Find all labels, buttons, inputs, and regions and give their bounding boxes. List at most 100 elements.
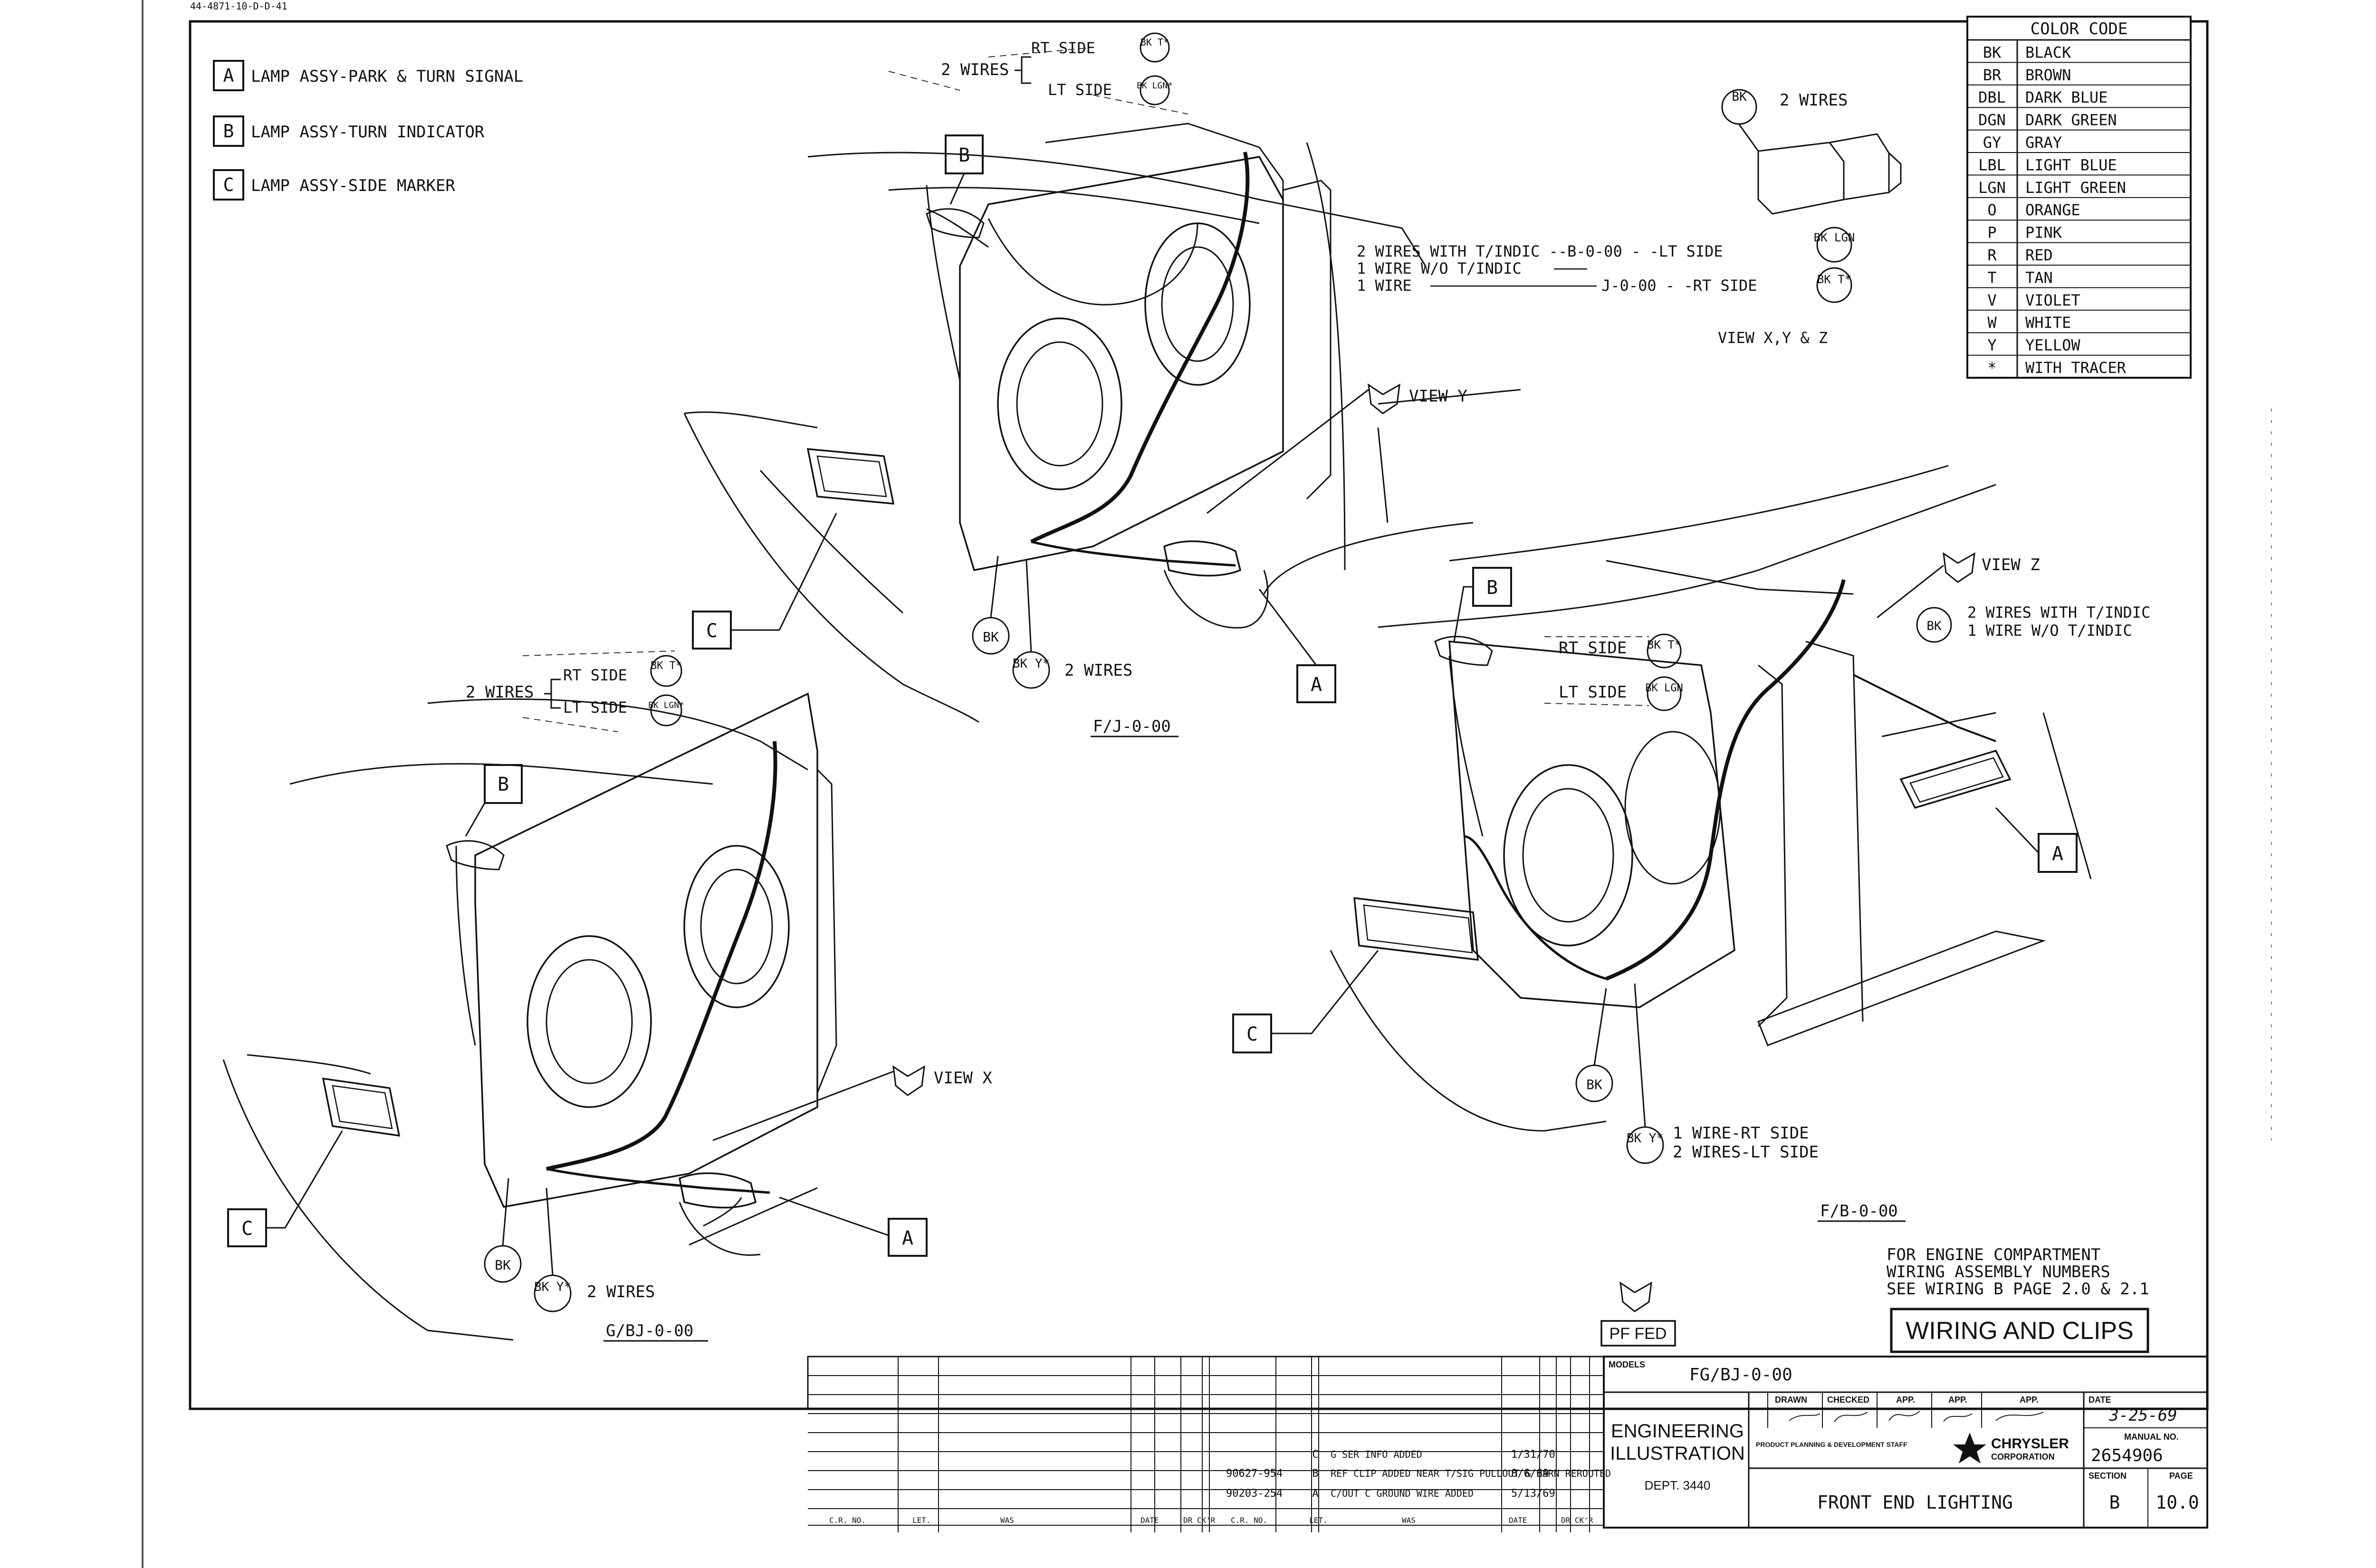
diagram-gbj: 2 WIRES RT SIDE LT SIDE BK T* BK LGN* B [222,650,992,1342]
revision-header-5: C.R. NO. [1231,1516,1267,1525]
view-xyz-line3b: J-0-00 - -RT SIDE [1601,277,1757,295]
fb-view-circle: BK [1926,619,1942,633]
revision-1-was: REF CLIP ADDED NEAR T/SIG PULLOUT & HARN… [1331,1468,1611,1479]
view-xyz-top-label: 2 WIRES [1780,91,1848,110]
gbj-conn-label: 2 WIRES [587,1282,655,1301]
legend-box-a [213,60,244,91]
pf-fed-text: PF FED [1610,1325,1667,1343]
color-code-14-name: WITH TRACER [2025,359,2127,377]
legend-key-c: C [223,174,234,195]
revision-1-no: 90627-954 [1226,1468,1283,1480]
view-xyz-top-circle-text: BK [1732,90,1747,104]
fb-view-label: VIEW Z [1982,555,2040,574]
revision-2-letter: A [1312,1488,1318,1500]
pf-fed-badge: PF FED [1600,1281,1676,1347]
signature-checked [1834,1412,1868,1422]
color-code-10-name: TAN [2025,268,2053,287]
revision-header-4: DR CK'R [1183,1516,1216,1525]
fj-conn-bky: BK Y* [1013,657,1050,671]
fj-conn-label: 2 WIRES [1064,661,1132,680]
sheet-border [189,20,2209,1410]
view-xyz-top-circle [1721,89,1757,125]
color-code-7-code: O [1987,201,1996,219]
tb-app3: APP. [2020,1395,2039,1405]
diagram-fj: 2 WIRES RT SIDE LT SIDE BK T* BK LGN* B [683,32,1521,737]
gbj-conn-bky: BK Y* [534,1280,571,1294]
title-box-text: WIRING AND CLIPS [1906,1317,2134,1345]
view-xyz-detail: BK 2 WIRES 2 WIRES WITH T/INDIC --B-0-00… [1357,89,1902,347]
color-code-12-code: W [1987,314,1997,332]
fj-clip-icon [1368,383,1400,414]
color-code-11-code: V [1987,291,1996,309]
legend-label-b: LAMP ASSY-TURN INDICATOR [251,123,485,142]
note-line2: WIRING ASSEMBLY NUMBERS [1887,1262,2110,1281]
color-code-title: COLOR CODE [2031,19,2128,38]
color-code-9-code: R [1987,246,1997,264]
fj-circle-rt: BK T* [1140,37,1169,48]
title-block: MODELS FG/BJ-0-00 ENGINEERING ILLUSTRATI… [1603,1356,2208,1529]
revision-2-was: C/OUT C GROUND WIRE ADDED [1331,1488,1474,1499]
signature-app3 [1995,1412,2044,1421]
gbj-rt-side: RT SIDE [563,666,627,684]
fj-model: F/J-0-00 [1093,717,1171,736]
view-xyz-line1: 2 WIRES WITH T/INDIC --B-0-00 - -LT SIDE [1357,242,1723,260]
legend-key-b: B [223,121,234,142]
color-code-12-name: WHITE [2025,314,2071,332]
color-code-11-name: VIOLET [2025,291,2080,309]
color-code-5-code: LBL [1978,156,2006,174]
tb-section: B [2109,1492,2120,1513]
fj-circle-lt: BK LGN* [1137,81,1173,91]
color-code-6-code: LGN [1978,179,2006,197]
gbj-circle-rt: BK T* [651,660,682,672]
fj-conn-bk: BK [983,629,999,645]
fb-clip-icon [1943,552,1975,583]
tb-staff: PRODUCT PLANNING & DEVELOPMENT STAFF [1756,1441,1907,1448]
color-code-3-code: DGN [1978,111,2006,129]
note-line1: FOR ENGINE COMPARTMENT [1887,1245,2100,1264]
revision-header-7: WAS [1402,1516,1416,1525]
gbj-callout-a: A [902,1227,913,1249]
tb-company2: CORPORATION [1991,1452,2055,1462]
fb-view-line2: 1 WIRE W/O T/INDIC [1967,621,2132,640]
revision-header-2: WAS [1000,1516,1014,1525]
color-code-9-name: RED [2025,246,2053,264]
tb-page: 10.0 [2156,1492,2199,1513]
fj-view-label: VIEW Y [1409,387,1467,406]
fb-conn-line2: 2 WIRES-LT SIDE [1673,1143,1819,1162]
revision-header-1: LET. [912,1516,931,1525]
color-code-14-code: * [1987,359,1996,377]
gbj-circle-lt: BK LGN* [648,700,684,710]
color-code-1-name: BROWN [2025,66,2071,84]
revision-header-3: DATE [1140,1516,1159,1525]
title-box: WIRING AND CLIPS [1890,1308,2149,1353]
fj-lt-side: LT SIDE [1048,81,1112,99]
tb-models-label: MODELS [1609,1360,1645,1369]
view-xyz-circle2-text: BK T* [1817,273,1851,286]
engine-note: FOR ENGINE COMPARTMENT WIRING ASSEMBLY N… [1887,1245,2149,1299]
view-xyz-circle1-text: BK LGN [1814,231,1855,244]
revision-header-9: DR CK'R [1561,1516,1593,1525]
color-code-0-name: BLACK [2025,43,2071,61]
fb-callout-c: C [1246,1023,1258,1045]
gbj-callout-c: C [241,1218,253,1240]
revision-header-8: DATE [1509,1516,1527,1525]
fb-view-line1: 2 WIRES WITH T/INDIC [1967,603,2150,621]
view-xyz-line3: 1 WIRE [1357,277,1412,295]
gbj-conn-bk: BK [495,1257,511,1273]
view-xyz-line2: 1 WIRE W/O T/INDIC [1357,259,1522,277]
view-xyz-caption: VIEW X,Y & Z [1718,329,1828,347]
color-code-0-code: BK [1983,43,2002,61]
legend: A LAMP ASSY-PARK & TURN SIGNAL B LAMP AS… [213,60,523,201]
fb-conn-bk: BK [1586,1077,1602,1092]
color-code-6-name: LIGHT GREEN [2025,179,2126,197]
fj-wires-label: 2 WIRES [941,60,1009,79]
revision-0-date: 1/31/70 [1511,1449,1555,1461]
tb-app1: APP. [1896,1395,1915,1405]
tb-title: FRONT END LIGHTING [1817,1492,2013,1513]
fb-conn-bky: BK Y* [1627,1131,1664,1146]
legend-label-a: LAMP ASSY-PARK & TURN SIGNAL [251,67,523,86]
color-code-8-name: PINK [2025,224,2062,242]
color-code-13-code: Y [1987,336,1996,354]
